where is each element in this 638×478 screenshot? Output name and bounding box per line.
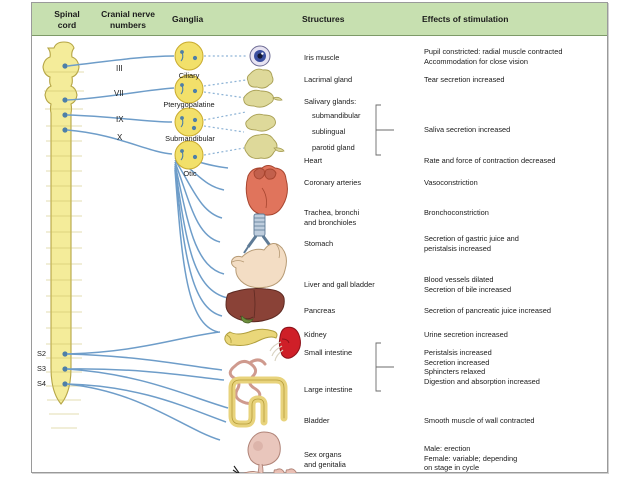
header-cranial-nerve-numbers: Cranial nerve numbers bbox=[101, 9, 155, 30]
header-ganglia: Ganglia bbox=[172, 14, 204, 24]
bladder-illustration bbox=[247, 431, 281, 473]
salivary-bracket bbox=[375, 104, 394, 156]
structure-salivary-glands: Salivary glands: bbox=[304, 97, 357, 106]
heart-illustration bbox=[245, 165, 288, 216]
cranial-nerve-X: X bbox=[117, 133, 123, 142]
effect-sex-organs: Male: erection Female: variable; dependi… bbox=[424, 444, 518, 473]
vagus-branches bbox=[174, 155, 229, 333]
header-spinal-cord: Spinal cord bbox=[54, 9, 80, 30]
stomach-illustration bbox=[231, 243, 287, 289]
diagram-canvas: III VII IX X S2 S3 S4 Ciliary Pterygopal… bbox=[32, 36, 607, 473]
effect-pancreas: Secretion of pancreatic juice increased bbox=[424, 306, 551, 315]
spinal-cord-illustration bbox=[42, 41, 84, 429]
structure-heart: Heart bbox=[304, 156, 323, 165]
diagram-graphics bbox=[42, 41, 394, 473]
structure-coronary-arteries: Coronary arteries bbox=[304, 178, 362, 187]
cranial-preganglionic-fibres bbox=[66, 55, 175, 155]
structure-large-intestine: Large intestine bbox=[304, 385, 353, 394]
table-header: Spinal cord Cranial nerve numbers Gangli… bbox=[32, 3, 607, 36]
header-structures: Structures bbox=[302, 14, 345, 24]
sublingual-gland-illustration bbox=[245, 113, 276, 132]
effect-trachea-bronchi: Bronchoconstriction bbox=[424, 208, 489, 217]
structure-stomach: Stomach bbox=[304, 239, 334, 248]
ganglion-label-ciliary: Ciliary bbox=[178, 71, 200, 80]
structure-liver-gall-bladder: Liver and gall bladder bbox=[304, 280, 375, 289]
cranial-nerve-VII: VII bbox=[114, 89, 124, 98]
intestine-bracket bbox=[375, 342, 394, 392]
sex-organs-illustration bbox=[232, 465, 297, 473]
structure-sex-organs: Sex organs and genitalia bbox=[304, 450, 346, 469]
ganglion-otic bbox=[174, 140, 204, 170]
effect-kidney: Urine secretion increased bbox=[424, 330, 508, 339]
effect-stomach: Secretion of gastric juice and peristals… bbox=[424, 234, 519, 253]
diagram-panel: Spinal cord Cranial nerve numbers Gangli… bbox=[31, 2, 608, 473]
postganglionic-fibres bbox=[203, 55, 248, 156]
effect-iris-muscle: Pupil constricted: radial muscle contrac… bbox=[424, 47, 563, 66]
structure-parotid-gland: parotid gland bbox=[312, 143, 355, 152]
eye-illustration bbox=[249, 45, 271, 67]
structure-pancreas: Pancreas bbox=[304, 306, 336, 315]
structure-sublingual: sublingual bbox=[312, 127, 346, 136]
submandibular-gland-illustration bbox=[243, 89, 283, 108]
sacral-outflow-fibres bbox=[66, 331, 229, 441]
ganglion-pterygopalatine bbox=[174, 74, 204, 104]
effect-bladder: Smooth muscle of wall contracted bbox=[424, 416, 535, 425]
ganglion-label-otic: Otic bbox=[183, 169, 197, 178]
lacrimal-gland-illustration bbox=[246, 68, 274, 89]
effect-intestines: Peristalsis increased Secretion increase… bbox=[424, 348, 540, 386]
sacral-level-S2: S2 bbox=[37, 349, 47, 358]
ganglion-label-pterygopalatine: Pterygopalatine bbox=[163, 100, 215, 109]
structure-kidney: Kidney bbox=[304, 330, 327, 339]
structure-bladder: Bladder bbox=[304, 416, 330, 425]
effect-heart: Rate and force of contraction decreased bbox=[424, 156, 556, 165]
structure-iris-muscle: Iris muscle bbox=[304, 53, 340, 62]
effect-lacrimal-gland: Tear secretion increased bbox=[424, 75, 505, 84]
effect-coronary-arteries: Vasoconstriction bbox=[424, 178, 478, 187]
cranial-nerve-IX: IX bbox=[116, 115, 124, 124]
large-intestine-illustration bbox=[228, 376, 288, 428]
ganglion-submandibular bbox=[174, 107, 204, 137]
cranial-nerve-III: III bbox=[116, 64, 123, 73]
structure-lacrimal-gland: Lacrimal gland bbox=[304, 75, 353, 84]
sacral-level-S4: S4 bbox=[37, 379, 47, 388]
liver-illustration bbox=[225, 288, 285, 324]
ganglion-ciliary bbox=[174, 41, 204, 71]
structure-small-intestine: Small intestine bbox=[304, 348, 353, 357]
nerve-root-dots bbox=[62, 63, 68, 387]
pancreas-illustration bbox=[224, 328, 278, 346]
header-effects-of-stimulation: Effects of stimulation bbox=[422, 14, 509, 24]
sacral-level-S3: S3 bbox=[37, 364, 47, 373]
structure-submandibular: submandibular bbox=[312, 111, 361, 120]
kidney-illustration bbox=[269, 326, 301, 362]
structure-trachea-bronchi: Trachea, bronchi and bronchioles bbox=[304, 208, 360, 227]
effect-liver-gall-bladder: Blood vessels dilated Secretion of bile … bbox=[424, 275, 512, 294]
effect-saliva: Saliva secretion increased bbox=[424, 125, 511, 134]
parotid-gland-illustration bbox=[244, 133, 285, 159]
ganglion-label-submandibular: Submandibular bbox=[165, 134, 215, 143]
